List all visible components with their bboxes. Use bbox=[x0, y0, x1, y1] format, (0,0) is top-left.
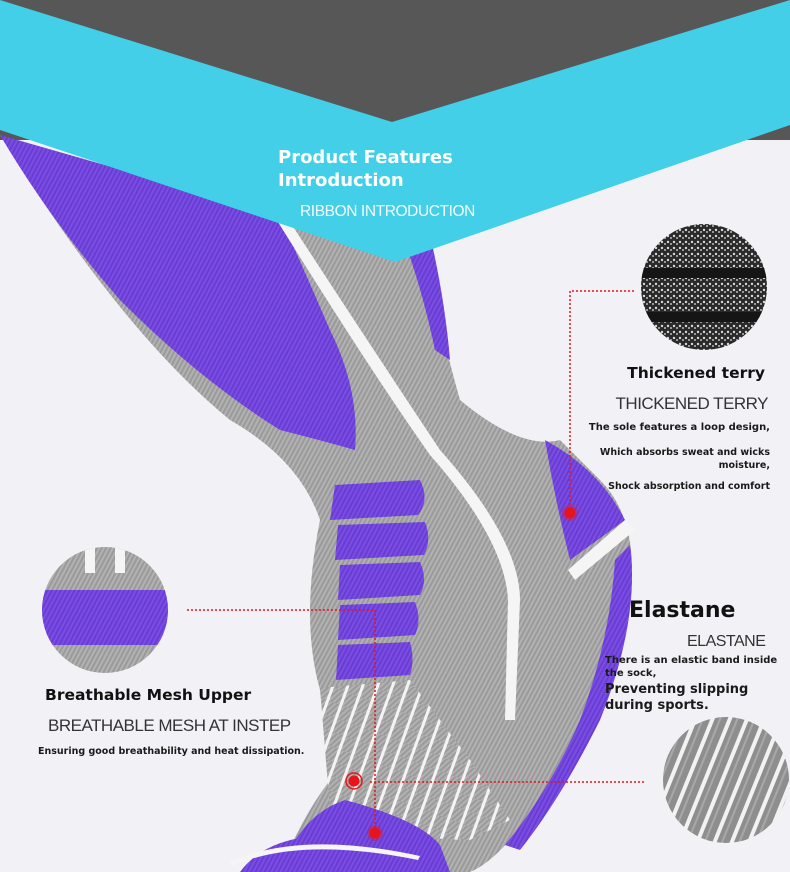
banner-subtitle: RIBBON INTRODUCTION bbox=[300, 203, 475, 220]
elastane-subtitle: ELASTANE bbox=[687, 633, 766, 650]
banner-title-line1: Product Features bbox=[278, 147, 453, 168]
terry-subtitle: THICKENED TERRY bbox=[615, 394, 769, 413]
banner-title-line2: Introduction bbox=[278, 170, 404, 191]
mesh-title: Breathable Mesh Upper bbox=[45, 686, 252, 704]
terry-title: Thickened terry bbox=[627, 364, 765, 382]
elastane-title: Elastane bbox=[629, 598, 736, 623]
elastane-detail-image bbox=[663, 717, 789, 843]
elastane-desc-2: Preventing slipping during sports. bbox=[605, 682, 749, 713]
terry-desc-3: Shock absorption and comfort bbox=[608, 481, 770, 492]
terry-desc-2: Which absorbs sweat and wicks moisture, bbox=[599, 447, 770, 471]
banner-ribbon bbox=[0, 0, 790, 262]
callout-lines bbox=[187, 290, 646, 833]
mesh-subtitle: BREATHABLE MESH AT INSTEP bbox=[48, 716, 291, 735]
callout-dots bbox=[345, 505, 578, 841]
terry-desc-1: The sole features a loop design, bbox=[588, 422, 770, 433]
terry-detail-image bbox=[641, 224, 767, 350]
banner-title: Product Features Introduction bbox=[278, 146, 453, 192]
mesh-desc-1: Ensuring good breathability and heat dis… bbox=[38, 746, 305, 757]
mesh-detail-image bbox=[42, 547, 168, 673]
elastane-desc-1: There is an elastic band inside the sock… bbox=[605, 655, 778, 679]
